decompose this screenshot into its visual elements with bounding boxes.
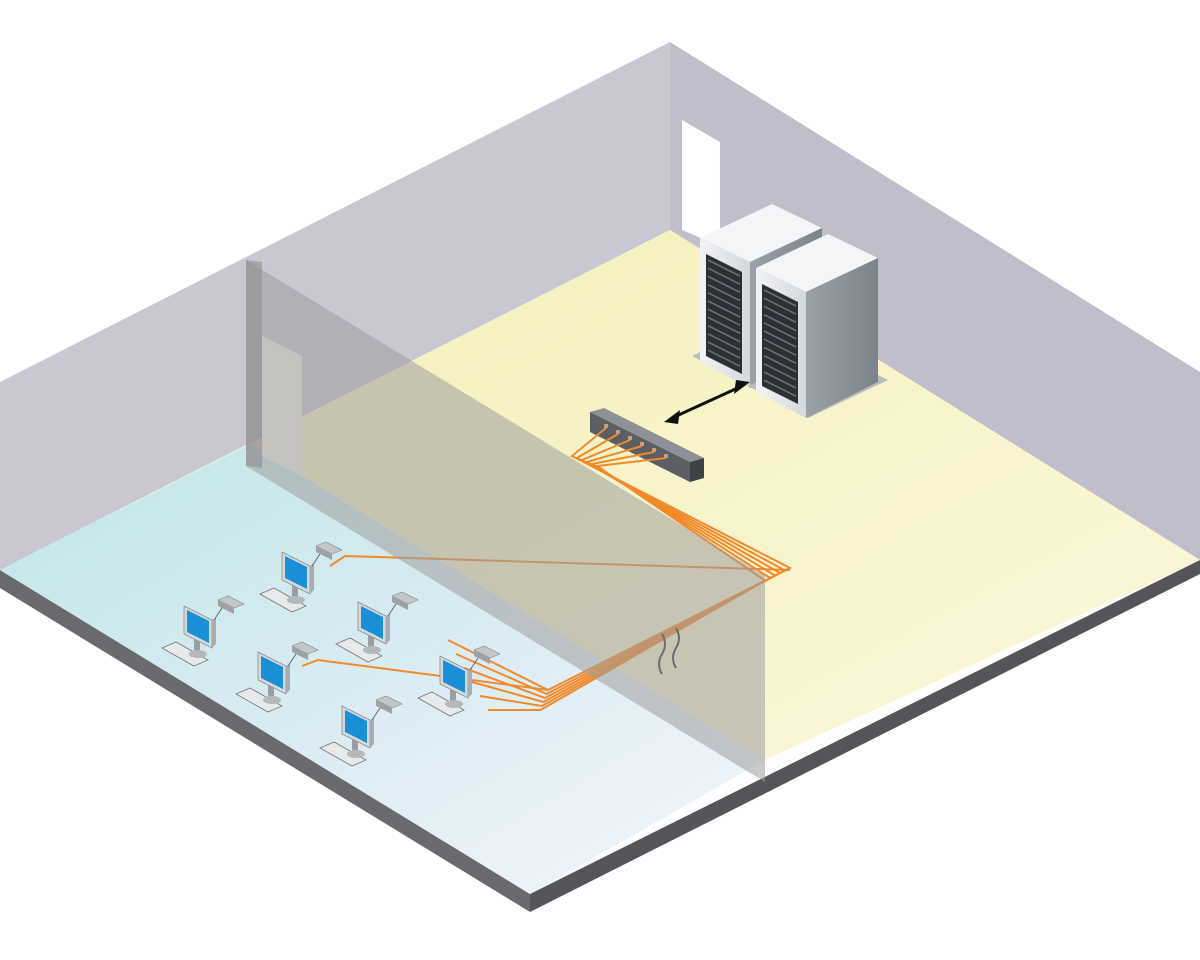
back-left-wall bbox=[0, 42, 670, 570]
switch-port bbox=[628, 436, 632, 440]
cable-line bbox=[471, 445, 778, 704]
switch-port bbox=[616, 430, 620, 434]
floor-edge-left bbox=[0, 570, 530, 912]
server-room-door bbox=[682, 120, 720, 246]
computer-workstation-icon bbox=[335, 591, 419, 663]
floor-edge-right bbox=[530, 560, 1200, 912]
server-rack-icon bbox=[748, 234, 888, 418]
double-arrow-icon bbox=[664, 380, 750, 424]
switch-port bbox=[640, 442, 644, 446]
switch-port bbox=[604, 424, 608, 428]
cables bbox=[301, 427, 793, 711]
computer-workstation-icon bbox=[259, 541, 343, 613]
floor-server-room bbox=[250, 230, 1200, 760]
partition-front bbox=[246, 260, 765, 782]
partition-wall bbox=[246, 260, 765, 782]
switch-port bbox=[652, 448, 656, 452]
back-walls bbox=[0, 42, 1200, 570]
cable-line bbox=[463, 439, 783, 700]
computer-workstation-icon bbox=[417, 645, 501, 717]
floor-slab bbox=[0, 560, 1200, 912]
computer-workstation-icon bbox=[319, 695, 403, 767]
workstations bbox=[161, 541, 501, 767]
back-right-wall bbox=[670, 42, 1200, 560]
computer-workstation-icon bbox=[235, 641, 319, 713]
partition-end bbox=[246, 260, 262, 468]
server-racks bbox=[692, 204, 888, 418]
cable-line bbox=[447, 427, 793, 692]
switch-port bbox=[664, 454, 668, 458]
computer-workstation-icon bbox=[161, 595, 245, 667]
cable-line bbox=[479, 451, 772, 708]
